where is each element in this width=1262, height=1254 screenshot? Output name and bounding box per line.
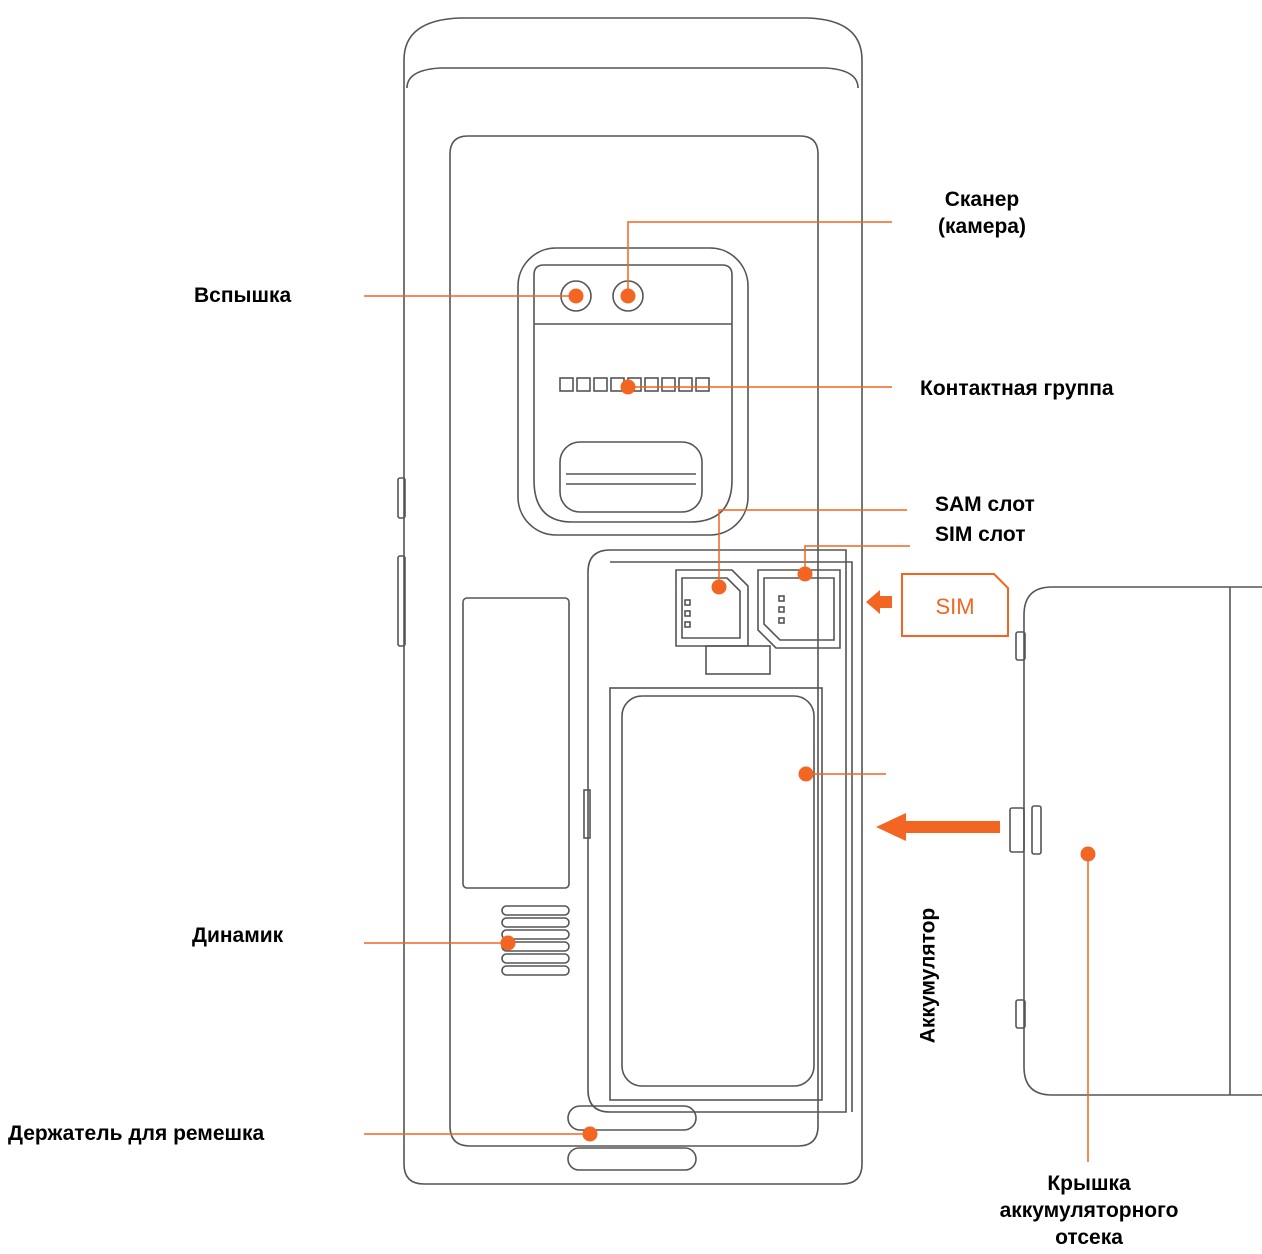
label-speaker: Динамик [192,924,284,947]
label-cover-line1: Крышка [1047,1172,1131,1195]
battery [621,695,815,1087]
sam-ejector [705,645,771,675]
label-strap-holder: Держатель для ремешка [8,1122,265,1145]
battery-dot [798,766,814,782]
leader-sam [718,509,907,587]
leader-scanner [627,221,892,296]
sim-insert-arrow [866,590,892,614]
speaker-grille [501,905,570,976]
battery-cover-tab-mid [1009,807,1025,853]
side-button-lower [397,555,406,647]
strap-dot [582,1126,598,1142]
strap-holder-lower [567,1147,697,1171]
module-latch [559,441,703,513]
label-cover-line2: аккумуляторного [999,1199,1179,1222]
flash-dot [568,288,584,304]
sam-contacts [684,599,691,628]
cover-dot [1080,846,1096,862]
battery-cover [1023,586,1262,1096]
label-contacts: Контактная группа [920,377,1114,400]
label-sam-slot: SAM слот [935,493,1035,516]
label-area [462,597,570,889]
compartment-side-notch [583,789,591,839]
sam-card [681,577,741,639]
contacts-dot [620,379,636,395]
sim-card-slot [763,577,835,641]
leader-sim [804,545,910,574]
sim-slot [757,569,841,649]
camera-module-outer [517,247,749,536]
battery-cover-tab-mid-inner [1031,805,1042,855]
sim-dot [797,566,813,582]
sam-slot [675,569,749,647]
battery-tray [609,687,823,1101]
camera-module-inner [533,264,733,523]
contact-pins [559,377,710,392]
label-scanner: Сканер (камера) [902,186,1062,240]
battery-compartment-edge [610,561,853,1112]
battery-cover-tab-top [1015,631,1026,661]
device-body [403,17,863,1185]
back-panel [449,135,819,1147]
sim-card [901,573,1009,637]
battery-compartment [587,549,847,1113]
sim-card-text: SIM [935,594,974,619]
sim-contacts [778,595,785,624]
label-sim-slot: SIM слот [935,523,1026,546]
speaker-dot [500,935,516,951]
label-scanner-line1: Сканер [944,188,1020,211]
label-scanner-line2: (камера) [938,215,1026,238]
side-button-upper [397,477,406,519]
battery-cover-tab-bottom [1015,999,1026,1029]
strap-holder-upper [567,1105,697,1131]
cover-insert-arrow [876,813,1000,841]
label-flash: Вспышка [194,284,292,307]
label-battery-cover: Крышка аккумуляторного отсека [994,1170,1184,1251]
device-top-cap [406,67,859,89]
sam-dot [711,579,727,595]
scanner-dot [620,288,636,304]
label-battery: Аккумулятор [916,907,940,1044]
label-cover-line3: отсека [1055,1226,1123,1249]
